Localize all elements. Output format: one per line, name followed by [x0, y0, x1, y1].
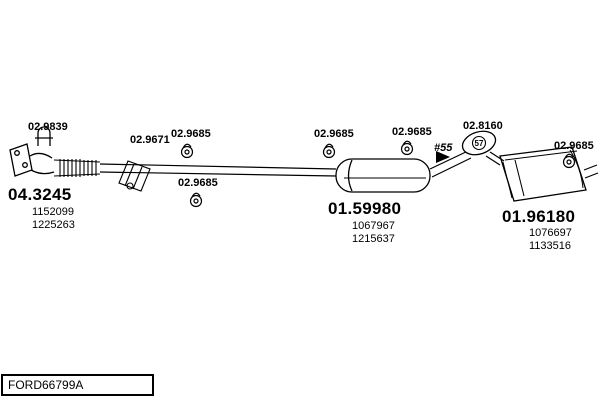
diagram-code-box: FORD66799A — [1, 374, 154, 396]
assembly-ref: 1215637 — [352, 233, 395, 245]
resonator-number: 57 — [475, 139, 484, 148]
part-code-label: 02.9685 — [178, 177, 218, 189]
part-code-label: 02.9685 — [392, 126, 432, 138]
assembly-code: 04.3245 — [8, 185, 72, 204]
flex-pipe — [53, 159, 101, 177]
part-code-label: 02.9685 — [554, 140, 594, 152]
tailpipe — [583, 164, 599, 179]
assembly-ref: 1067967 — [352, 220, 395, 232]
resonator-57: 57 — [461, 130, 505, 166]
assembly-code: 01.96180 — [502, 207, 576, 226]
part-code-label: 02.9671 — [130, 134, 170, 146]
flow-arrow-icon — [436, 151, 450, 163]
part-code-label: 02.9839 — [28, 121, 68, 133]
diagram-code: FORD66799A — [8, 378, 84, 392]
mounting-bracket — [118, 160, 151, 192]
flow-note: #55 — [434, 142, 453, 154]
intermediate-pipe — [429, 150, 472, 178]
hanger-icon — [180, 143, 194, 159]
part-code-label: 02.8160 — [463, 120, 503, 132]
hanger-icon — [562, 153, 576, 169]
front-flange — [9, 143, 55, 177]
center-pipe — [99, 163, 337, 177]
hanger-icon — [400, 140, 414, 156]
hanger-icon — [189, 192, 203, 208]
assembly-ref: 1076697 — [529, 227, 572, 239]
middle-muffler — [335, 158, 431, 193]
hanger-icon — [322, 143, 336, 159]
part-code-label: 02.9685 — [171, 128, 211, 140]
part-code-label: 02.9685 — [314, 128, 354, 140]
assembly-code: 01.59980 — [328, 199, 402, 218]
rear-muffler — [499, 146, 587, 202]
assembly-ref: 1133516 — [529, 240, 572, 252]
assembly-ref: 1152099 — [32, 206, 75, 218]
assembly-ref: 1225263 — [32, 219, 75, 231]
